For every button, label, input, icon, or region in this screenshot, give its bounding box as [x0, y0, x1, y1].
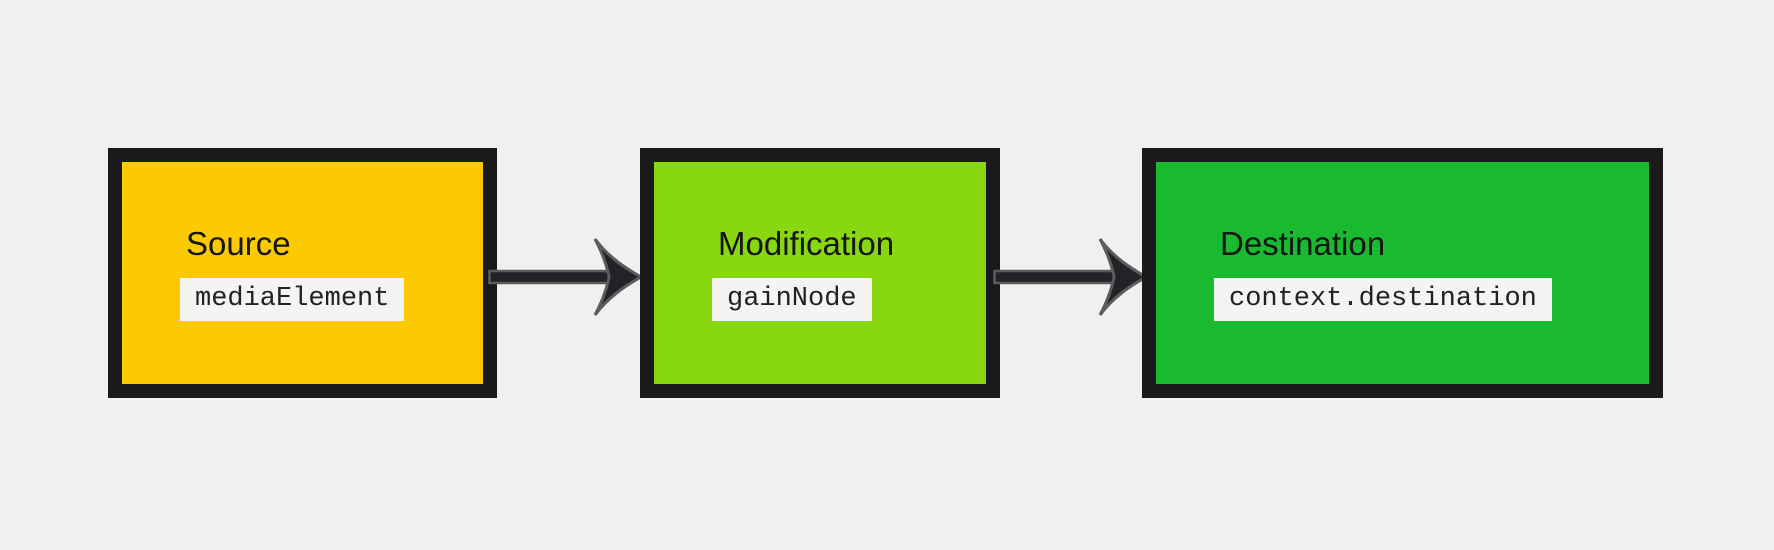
arrow-head	[593, 238, 645, 316]
arrow-shaft	[993, 269, 1117, 285]
node-source-label: Source	[186, 224, 291, 262]
arrow-head	[1098, 238, 1150, 316]
node-modification-code-chip: gainNode	[712, 278, 872, 322]
arrow-shaft	[488, 269, 612, 285]
node-source: Source mediaElement	[108, 148, 497, 398]
arrow-modification-to-destination	[993, 238, 1150, 316]
node-modification-label: Modification	[718, 224, 895, 262]
arrow-source-to-modification	[488, 238, 645, 316]
node-destination-code-chip: context.destination	[1214, 278, 1552, 322]
node-destination-label: Destination	[1220, 224, 1386, 262]
node-modification: Modification gainNode	[640, 148, 1000, 398]
node-destination: Destination context.destination	[1142, 148, 1663, 398]
node-source-code-chip: mediaElement	[180, 278, 405, 322]
